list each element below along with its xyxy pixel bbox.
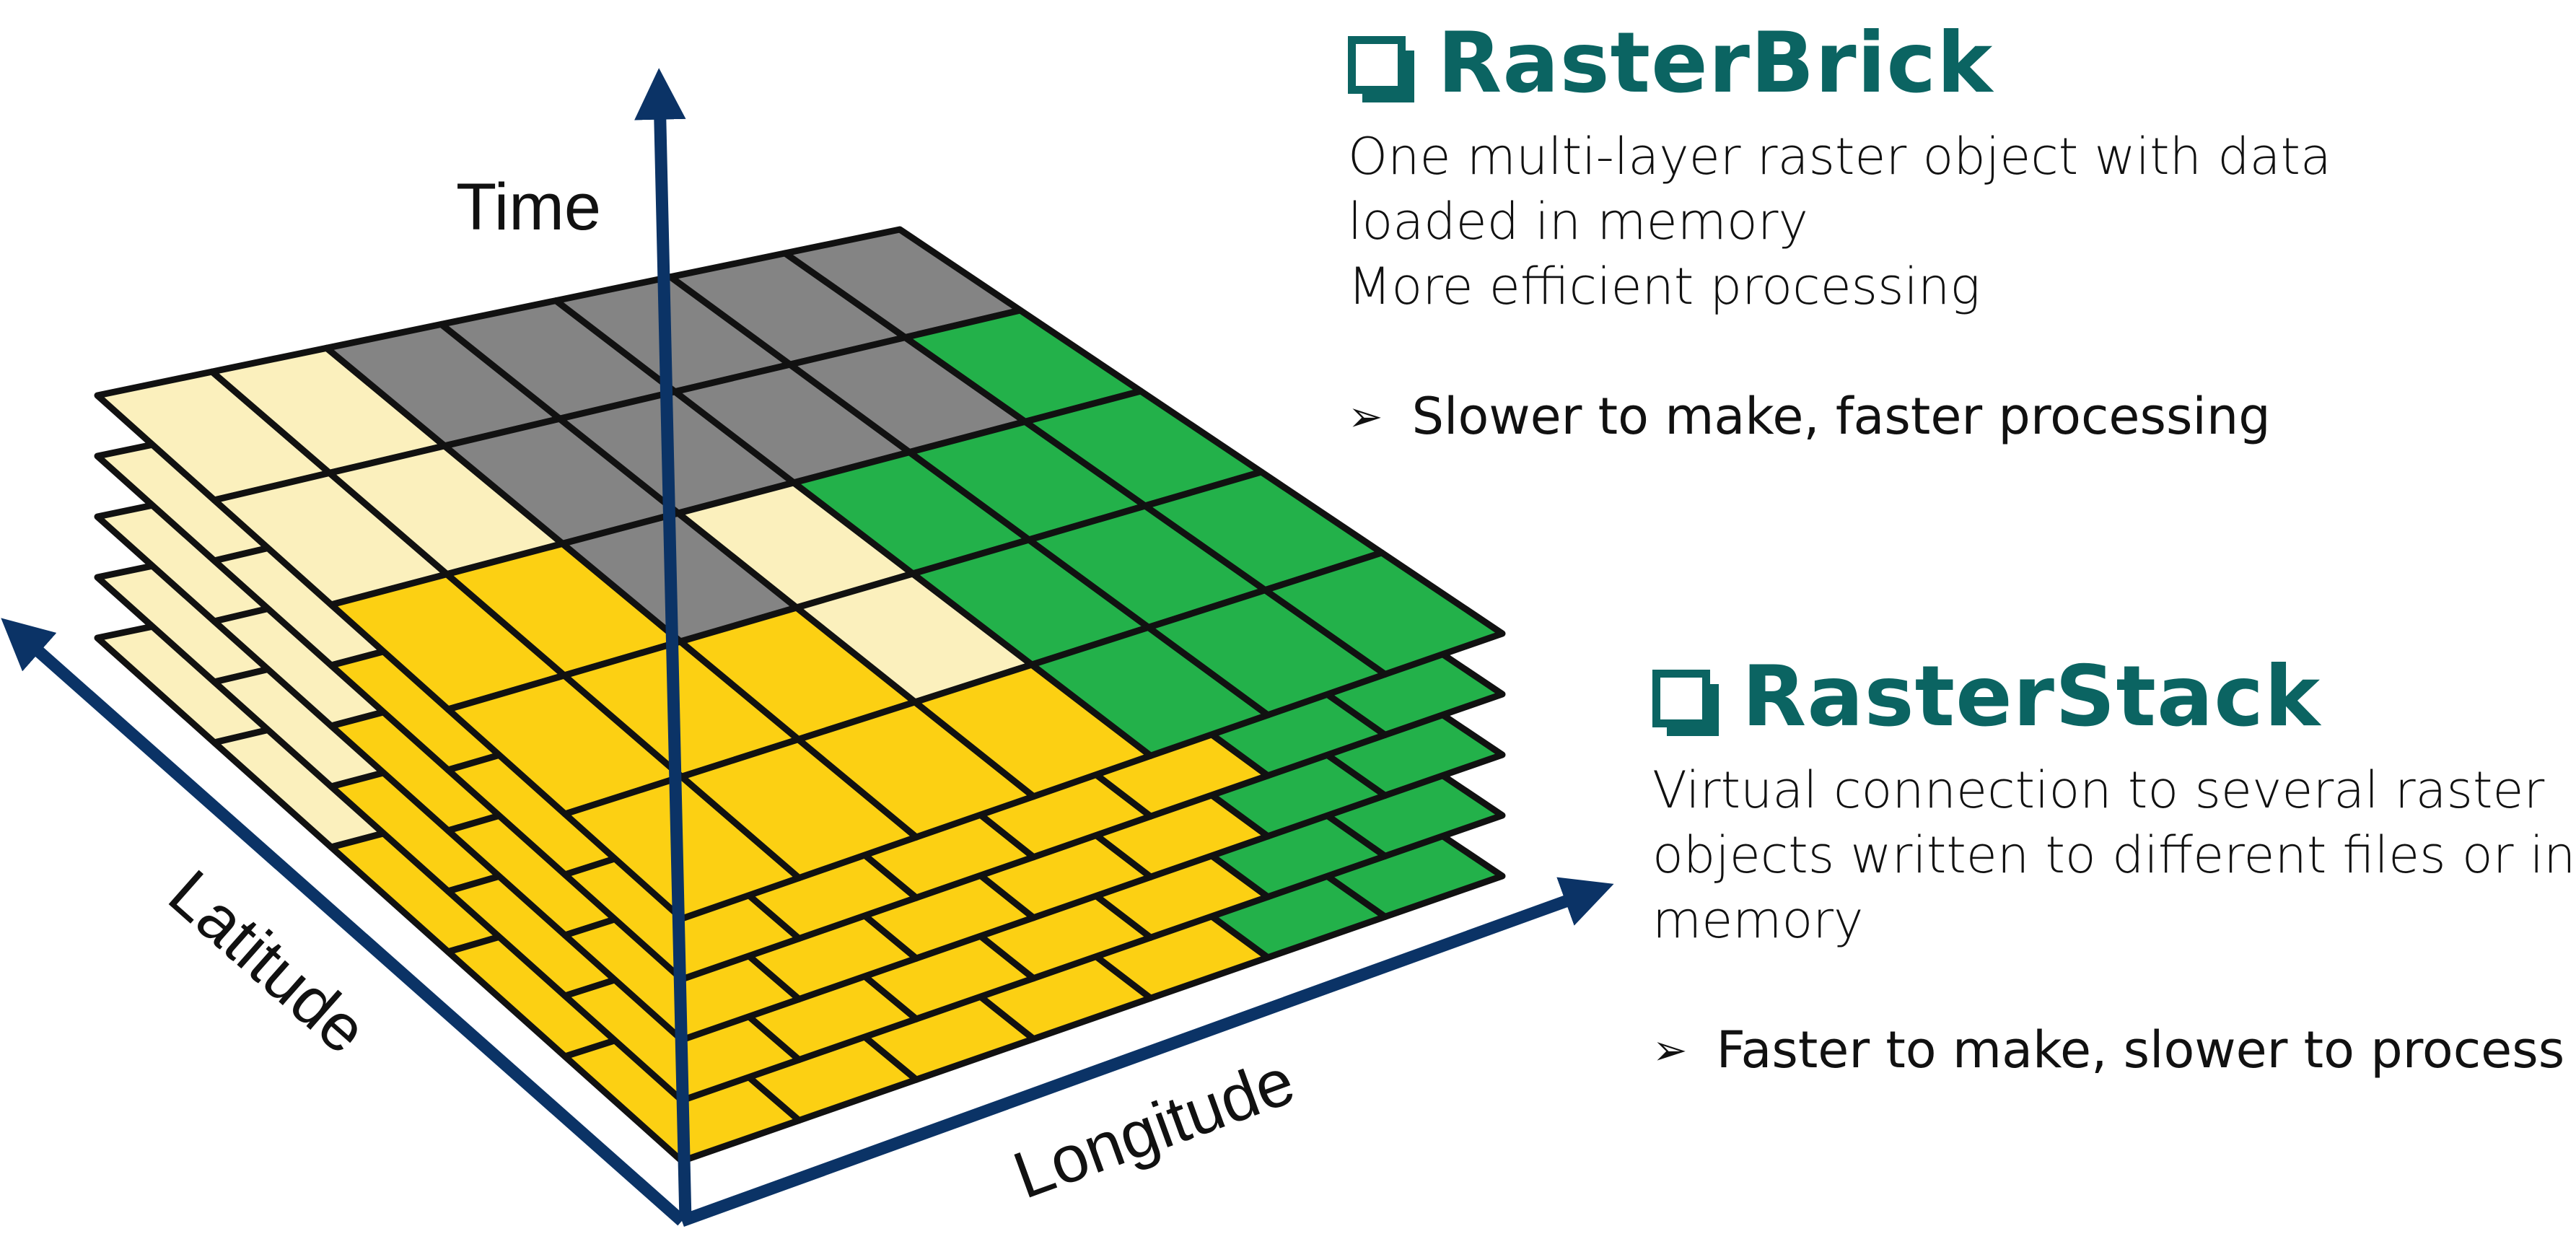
raster-stack-desc-line-2: objects written to different files or in — [1652, 826, 2576, 885]
raster-stack-desc-line-3: memory — [1652, 890, 1864, 950]
checkbox-icon — [1652, 670, 1719, 736]
time-axis-label: Time — [456, 170, 601, 244]
longitude-axis-label: Longitude — [1004, 1044, 1304, 1213]
raster-stack-heading: RasterStack — [1652, 655, 2576, 739]
raster-stack-bullet: ➢ Faster to make, slower to process — [1652, 1017, 2576, 1082]
checkbox-icon — [1348, 36, 1414, 102]
raster-brick-desc-line-1: One multi-layer raster object with data — [1348, 127, 2331, 186]
latitude-axis-arrow — [1, 618, 686, 1226]
raster-brick-title: RasterBrick — [1437, 14, 1994, 112]
raster-stack-description: Virtual connection to several raster obj… — [1652, 758, 2576, 953]
latitude-axis-label: Latitude — [155, 857, 381, 1068]
raster-layers — [94, 226, 1506, 1165]
raster-stack-section: RasterStack Virtual connection to severa… — [1652, 655, 2576, 1082]
raster-stack-title: RasterStack — [1742, 648, 2321, 745]
raster-brick-desc-line-2: loaded in memory — [1348, 192, 1808, 251]
raster-brick-desc-line-3: More efficient processing — [1348, 257, 1981, 316]
raster-cell — [1261, 549, 1506, 678]
arrow-bullet-icon: ➢ — [1652, 1025, 1688, 1074]
raster-brick-heading: RasterBrick — [1348, 22, 2331, 105]
raster-brick-bullet: ➢ Slower to make, faster processing — [1348, 384, 2331, 449]
arrow-bullet-icon: ➢ — [1348, 392, 1383, 441]
raster-stack-desc-line-1: Virtual connection to several raster — [1652, 761, 2545, 820]
raster-brick-description: One multi-layer raster object with data … — [1348, 124, 2331, 319]
raster-stack-diagram: Time Latitude Longitude — [1, 68, 1614, 1227]
raster-stack-bullet-text: Faster to make, slower to process — [1716, 1020, 2565, 1080]
longitude-axis-arrow — [680, 877, 1614, 1227]
time-axis-arrow — [634, 68, 692, 1222]
raster-layer-1 — [94, 226, 1506, 922]
raster-brick-section: RasterBrick One multi-layer raster objec… — [1348, 22, 2331, 449]
raster-brick-bullet-text: Slower to make, faster processing — [1411, 387, 2271, 446]
